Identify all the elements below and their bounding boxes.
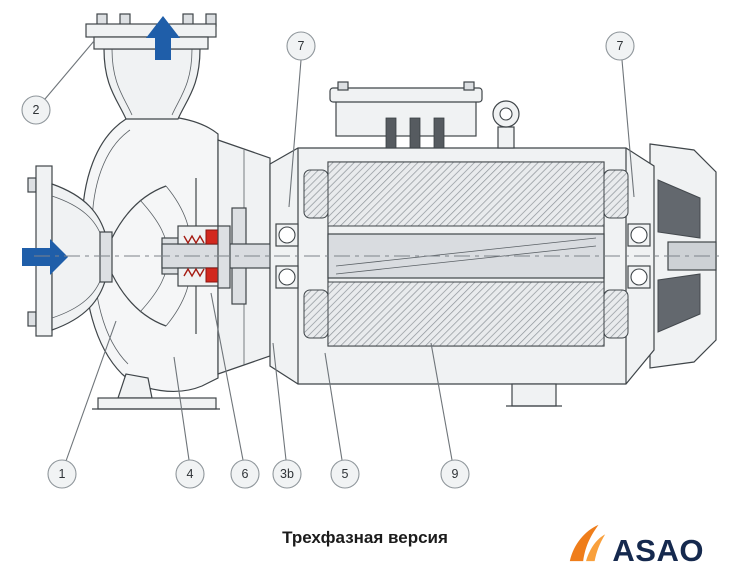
terminal-box-lid — [329, 87, 483, 103]
brand-logo: ASAO — [566, 519, 704, 568]
leader-line-9 — [430, 342, 453, 461]
pump-foot — [92, 373, 220, 410]
callout-label: 4 — [187, 467, 194, 481]
motor-section — [269, 81, 717, 407]
terminal-pin — [433, 117, 445, 149]
lifting-eye — [492, 100, 520, 149]
brand-name: ASAO — [612, 532, 704, 568]
terminal-box — [329, 81, 483, 149]
swoosh-shape-light — [586, 534, 606, 562]
caption: Трехфазная версия — [282, 528, 448, 547]
outlet-arrow-up-icon — [146, 16, 180, 60]
lid-screw — [337, 81, 349, 91]
pump-motor-cutaway-drawing: 2 7 7 1 4 6 3b 5 — [21, 13, 720, 489]
inlet-arrow-right-icon — [22, 239, 68, 275]
mechanical-seal — [177, 225, 231, 289]
winding-overhang — [303, 289, 329, 339]
callout-label: 9 — [452, 467, 459, 481]
callout-2: 2 — [21, 95, 51, 125]
callout-label: 3b — [280, 467, 294, 481]
callout-label: 7 — [617, 39, 624, 53]
callout-label: 5 — [342, 467, 349, 481]
callout-5: 5 — [330, 459, 360, 489]
callout-7-right: 7 — [605, 31, 635, 61]
impeller-eye-ring — [99, 231, 113, 283]
motor-foot — [506, 383, 562, 407]
front-bearing — [275, 223, 299, 289]
winding-overhang — [603, 289, 629, 339]
callout-label: 2 — [33, 103, 40, 117]
terminal-pin — [385, 117, 397, 149]
callout-3b: 3b — [272, 459, 302, 489]
seal-gland — [217, 225, 231, 289]
cooling-fan — [657, 179, 701, 333]
leader-line-7a — [288, 59, 302, 208]
callout-4: 4 — [175, 459, 205, 489]
leader-lines — [44, 40, 635, 462]
callout-label: 1 — [59, 467, 66, 481]
brand-swoosh-icon — [570, 524, 606, 562]
seal-face-upper — [205, 229, 219, 245]
callout-6: 6 — [230, 459, 260, 489]
flange-bolt — [27, 311, 37, 327]
leader-line-3b — [272, 342, 287, 461]
flange-bolt — [27, 177, 37, 193]
winding-overhang — [603, 169, 629, 219]
seal-face-lower — [205, 267, 219, 283]
leader-line-6 — [210, 292, 244, 461]
rear-bearing — [627, 223, 651, 289]
callout-label: 7 — [298, 39, 305, 53]
seal-spring — [183, 267, 205, 278]
leader-line-1 — [65, 320, 117, 462]
terminal-pin — [409, 117, 421, 149]
leader-line-5 — [324, 352, 343, 461]
callout-label: 6 — [242, 467, 249, 481]
leader-line-7b — [621, 59, 635, 198]
lid-screw — [463, 81, 475, 91]
winding-overhang — [303, 169, 329, 219]
pump-section — [22, 13, 271, 410]
callout-7-left: 7 — [286, 31, 316, 61]
leader-line-4 — [173, 356, 190, 461]
swoosh-shape-dark — [570, 524, 599, 562]
seal-spring — [183, 234, 205, 245]
leader-line-2 — [44, 40, 95, 100]
callout-9: 9 — [440, 459, 470, 489]
callout-1: 1 — [47, 459, 77, 489]
discharge-flange — [85, 13, 217, 120]
